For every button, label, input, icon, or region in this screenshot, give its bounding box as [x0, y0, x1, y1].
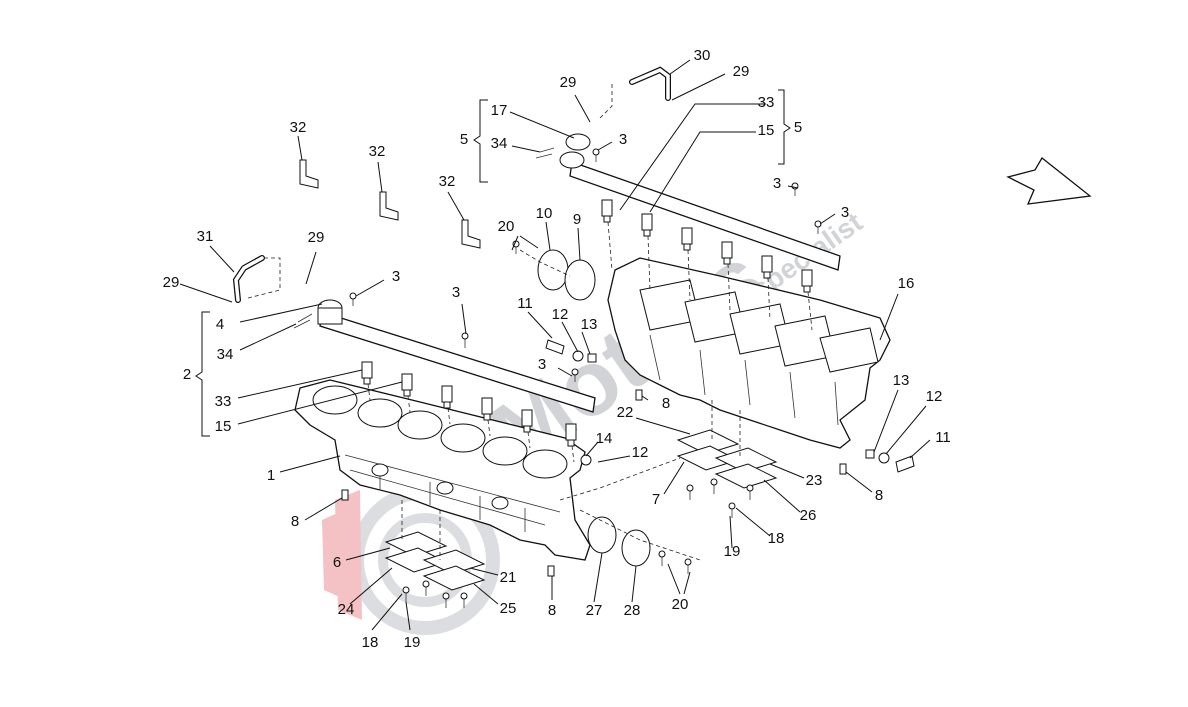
callout-33: 33 [758, 94, 775, 111]
intake-manifold-right [607, 257, 891, 449]
callout-8: 8 [548, 602, 556, 619]
callout-6: 6 [333, 554, 341, 571]
bracket-32-a [299, 159, 319, 189]
callout-18: 18 [768, 530, 785, 547]
callout-26: 26 [800, 507, 817, 524]
callout-3: 3 [392, 268, 400, 285]
callout-19: 19 [404, 634, 421, 651]
callout-11: 11 [935, 429, 951, 446]
manifold-right-ports [639, 279, 879, 373]
callout-20: 20 [498, 218, 515, 235]
brace-5-left [473, 99, 488, 183]
injectors-left [361, 361, 577, 447]
brace-2 [195, 311, 210, 437]
callout-5: 5 [460, 131, 468, 148]
callout-3: 3 [619, 131, 627, 148]
callout-23: 23 [806, 472, 823, 489]
callout-8: 8 [875, 487, 883, 504]
callout-14: 14 [596, 430, 613, 447]
callout-3: 3 [452, 284, 460, 301]
callout-29: 29 [308, 229, 325, 246]
callout-20: 20 [672, 596, 689, 613]
injectors-right [601, 199, 813, 293]
callout-7: 7 [652, 491, 660, 508]
callout-8: 8 [662, 395, 670, 412]
gasket-10 [537, 249, 569, 291]
callout-30: 30 [694, 47, 711, 64]
callout-29: 29 [733, 63, 750, 80]
callout-22: 22 [617, 404, 634, 421]
callout-34: 34 [217, 346, 234, 363]
callout-29: 29 [560, 74, 577, 91]
hose-31 [232, 255, 265, 303]
plate-gaskets-left [384, 531, 486, 591]
hose-30 [629, 66, 671, 101]
callout-32: 32 [369, 143, 386, 160]
washer-12-left [572, 350, 584, 362]
manifold-left-ports [312, 385, 568, 479]
fuel-rail-left [317, 299, 596, 447]
callout-27: 27 [586, 602, 603, 619]
washer-14 [580, 454, 592, 466]
callout-12: 12 [632, 444, 649, 461]
clips-34 [293, 147, 555, 329]
sensor-11-right [895, 455, 915, 473]
plug-13-left [587, 353, 597, 363]
callout-9: 9 [573, 211, 581, 228]
washer-12-right [878, 452, 890, 464]
callout-10: 10 [536, 205, 553, 222]
callout-18: 18 [362, 634, 379, 651]
callout-16: 16 [898, 275, 915, 292]
fuel-rail-right [559, 133, 841, 293]
pins-8 [341, 389, 847, 577]
bracket-32-c [461, 219, 481, 249]
callout-1: 1 [267, 467, 275, 484]
callout-17: 17 [491, 102, 508, 119]
callout-3: 3 [538, 356, 546, 373]
callout-12: 12 [926, 388, 943, 405]
brace-5-right [778, 89, 791, 165]
callout-4: 4 [216, 316, 224, 333]
gasket-28 [621, 529, 651, 567]
plug-13-right [865, 449, 875, 459]
callout-3: 3 [841, 204, 849, 221]
bracket-32-b [379, 191, 399, 221]
callout-21: 21 [500, 569, 517, 586]
callout-15: 15 [215, 418, 232, 435]
callout-12: 12 [552, 306, 569, 323]
callout-8: 8 [291, 513, 299, 530]
intake-manifold-left [294, 379, 591, 561]
callout-5: 5 [794, 119, 802, 136]
plate-gaskets-right [676, 429, 778, 489]
callout-28: 28 [624, 602, 641, 619]
callout-33: 33 [215, 393, 232, 410]
callout-15: 15 [758, 122, 775, 139]
callout-3: 3 [773, 175, 781, 192]
callout-13: 13 [893, 372, 910, 389]
callout-24: 24 [338, 601, 355, 618]
sensor-11-left [545, 339, 565, 355]
callout-32: 32 [439, 173, 456, 190]
callout-32: 32 [290, 119, 307, 136]
leader-lines [179, 59, 931, 631]
callout-13: 13 [581, 316, 598, 333]
gasket-27 [587, 516, 617, 554]
callout-labels: 30 29 29 33 15 5 5 17 34 3 3 3 32 32 32 … [163, 47, 951, 651]
callout-19: 19 [724, 543, 741, 560]
callout-11: 11 [517, 295, 533, 312]
callout-2: 2 [183, 366, 191, 383]
callout-25: 25 [500, 600, 517, 617]
callout-29: 29 [163, 274, 180, 291]
assembly-lines [247, 84, 813, 561]
callout-31: 31 [197, 228, 214, 245]
callout-34: 34 [491, 135, 508, 152]
gasket-9 [564, 259, 596, 301]
arrow-right-down-icon [1006, 157, 1092, 205]
